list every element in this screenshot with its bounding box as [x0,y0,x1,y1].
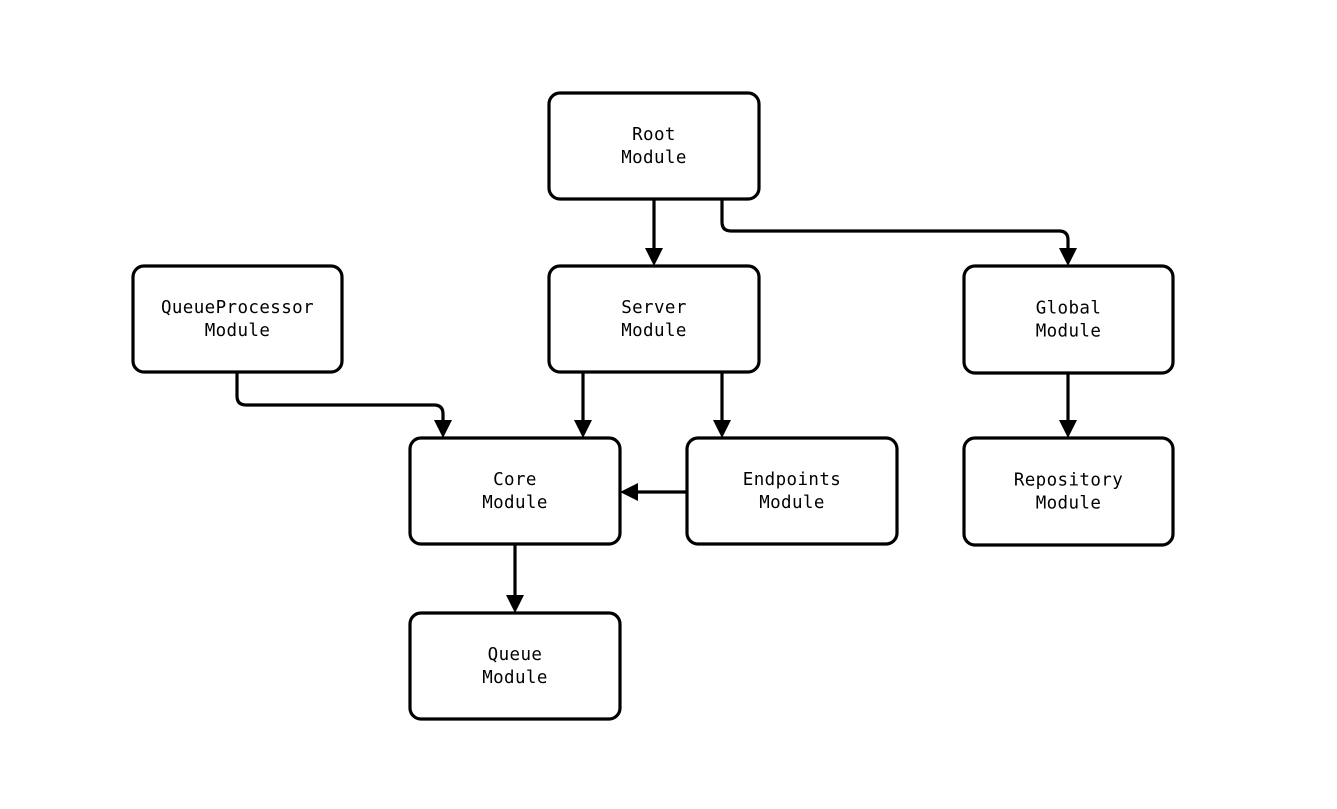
edge-server-to-core [574,372,592,438]
nodes-layer: RootModuleQueueProcessorModuleServerModu… [131,91,1175,721]
node-box[interactable] [685,436,899,546]
node-label-secondary: Module [621,148,687,168]
node-label-secondary: Module [759,493,825,513]
edge-line [720,199,1070,250]
node-box[interactable] [962,436,1175,547]
node-label-primary: Root [632,125,676,145]
node-box[interactable] [547,91,761,201]
node-label-secondary: Module [1036,322,1102,342]
node-label-secondary: Module [621,321,687,341]
node-label-primary: Global [1036,299,1102,319]
edge-global-to-repository [1059,373,1077,438]
node-label-primary: Core [493,470,537,490]
arrowhead-icon [620,483,638,501]
node-box[interactable] [408,436,622,546]
node-label-secondary: Module [1036,494,1102,514]
edge-line [235,372,445,422]
edge-root-to-server [645,199,663,266]
edge-root-to-global [720,199,1077,266]
node-label-primary: Endpoints [743,470,841,490]
node-label-secondary: Module [482,668,548,688]
arrowhead-icon [645,248,663,266]
node-box[interactable] [547,264,761,374]
arrowhead-icon [1059,248,1077,266]
arrowhead-icon [574,420,592,438]
node-label-primary: QueueProcessor [161,298,314,318]
node-label-primary: Queue [488,645,543,665]
node-label-secondary: Module [205,321,271,341]
edge-queueprocessor-to-core [235,372,452,438]
edge-endpoints-to-core [620,483,687,501]
node-label-primary: Server [621,298,687,318]
arrowhead-icon [713,420,731,438]
node-label-primary: Repository [1014,471,1123,491]
node-box[interactable] [962,264,1175,375]
edge-server-to-endpoints [713,372,731,438]
arrowhead-icon [506,595,524,613]
edges-layer [235,199,1077,613]
arrowhead-icon [1059,420,1077,438]
arrowhead-icon [434,420,452,438]
node-box[interactable] [131,264,344,374]
node-box[interactable] [408,611,622,721]
edge-core-to-queue [506,544,524,613]
node-label-secondary: Module [482,493,548,513]
